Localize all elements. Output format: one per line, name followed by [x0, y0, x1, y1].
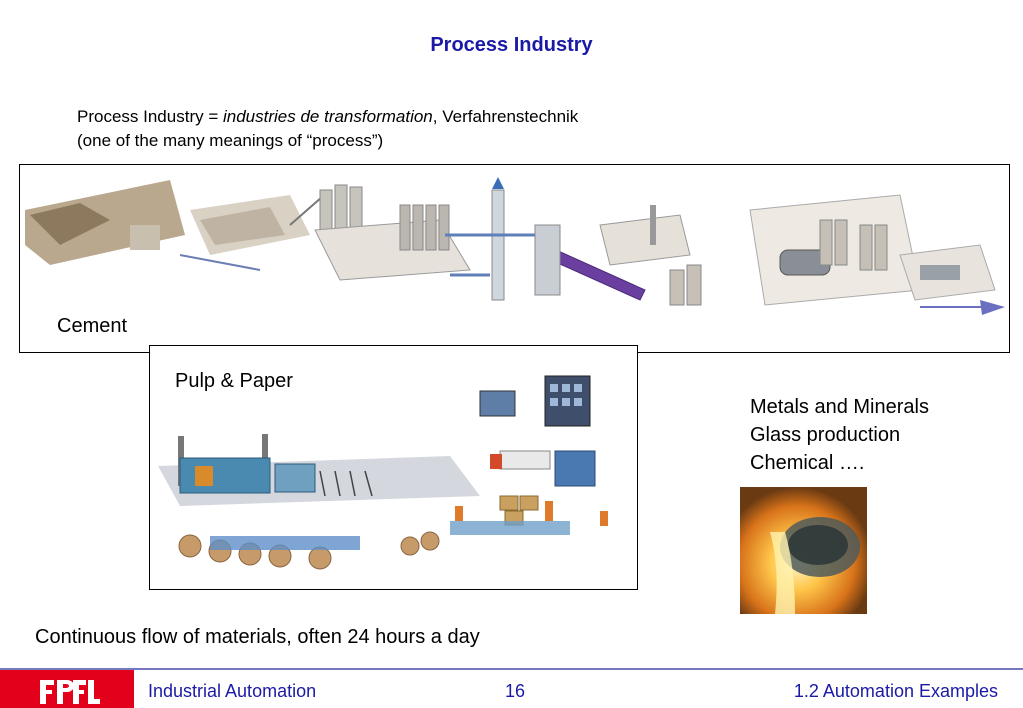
footer-page-number: 16 [505, 681, 526, 701]
intro-italic: industries de transformation [222, 107, 433, 126]
intro-prefix: Process Industry = [77, 107, 223, 126]
slide-title: Process Industry [430, 34, 593, 56]
molten-metal-photo [740, 487, 867, 614]
metals-line: Metals and Minerals [750, 396, 929, 418]
intro-text: Process Industry = industries de transfo… [77, 105, 578, 153]
continuous-flow-text: Continuous flow of materials, often 24 h… [35, 626, 480, 648]
intro-suffix: , Verfahrenstechnik [432, 107, 579, 126]
metals-list: Metals and Minerals Glass production Che… [750, 393, 929, 477]
pulp-paper-illustration [149, 345, 638, 590]
epfl-logo [0, 670, 134, 708]
footer-divider [0, 668, 1023, 670]
cement-label: Cement [57, 315, 128, 337]
cement-plant-illustration [19, 164, 1010, 353]
glass-line: Glass production [750, 424, 901, 446]
footer-course: Industrial Automation [148, 681, 317, 701]
footer-section: 1.2 Automation Examples [793, 681, 998, 701]
chemical-line: Chemical …. [750, 452, 865, 474]
intro-line-2: (one of the many meanings of “process”) [77, 131, 384, 150]
intro-line-1: Process Industry = industries de transfo… [77, 105, 578, 129]
pulp-label: Pulp & Paper [175, 370, 293, 392]
